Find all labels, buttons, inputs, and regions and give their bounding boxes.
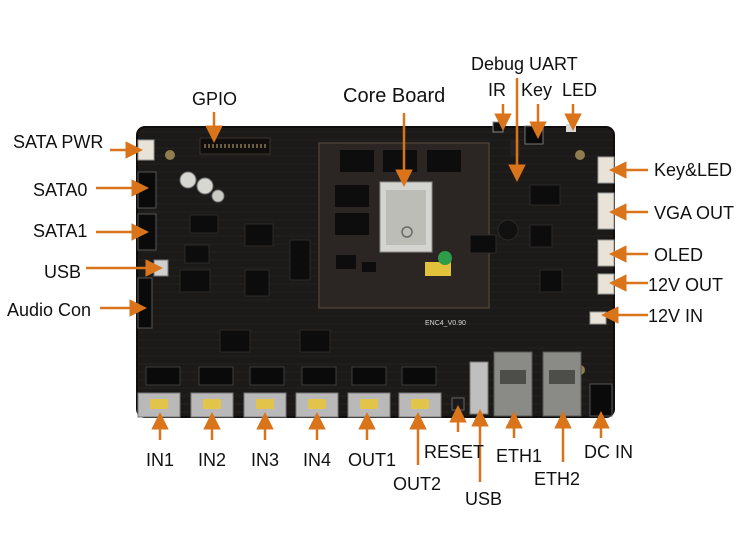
bottom-right-ports: [451, 351, 613, 417]
label-key: Key: [521, 80, 553, 100]
label-dc-in: DC IN: [584, 442, 633, 462]
label-core-board: Core Board: [343, 85, 446, 107]
label-ir: IR: [488, 80, 506, 100]
label-led: LED: [562, 80, 598, 100]
capacitors: [179, 171, 225, 203]
hdmi-ports: [137, 366, 442, 418]
label-out2: OUT2: [393, 474, 442, 494]
label-key-led: Key&LED: [654, 160, 733, 180]
label-in4: IN4: [303, 450, 332, 470]
label-usb-left: USB: [44, 262, 82, 282]
label-eth2: ETH2: [534, 469, 581, 489]
label-debug-uart: Debug UART: [471, 54, 578, 74]
gpio-header: [199, 137, 271, 155]
label-in1: IN1: [146, 450, 175, 470]
label-oled: OLED: [654, 245, 704, 265]
board-silkscreen: ENC4_V0.90: [425, 320, 466, 327]
label-gpio: GPIO: [192, 89, 238, 109]
label-in2: IN2: [198, 450, 227, 470]
label-out1: OUT1: [348, 450, 397, 470]
label-vga-out: VGA OUT: [654, 203, 735, 223]
label-audio-con: Audio Con: [7, 300, 92, 320]
callout-arrows: [86, 78, 648, 482]
label-12v-out: 12V OUT: [648, 275, 724, 295]
label-reset: RESET: [424, 442, 485, 462]
label-12v-in: 12V IN: [648, 306, 704, 326]
label-sata1: SATA1: [33, 221, 88, 241]
board-components: [179, 184, 563, 353]
label-eth1: ETH1: [496, 446, 543, 466]
label-in3: IN3: [251, 450, 280, 470]
label-sata-pwr: SATA PWR: [13, 132, 104, 152]
label-usb-bottom: USB: [465, 489, 503, 509]
label-sata0: SATA0: [33, 180, 88, 200]
